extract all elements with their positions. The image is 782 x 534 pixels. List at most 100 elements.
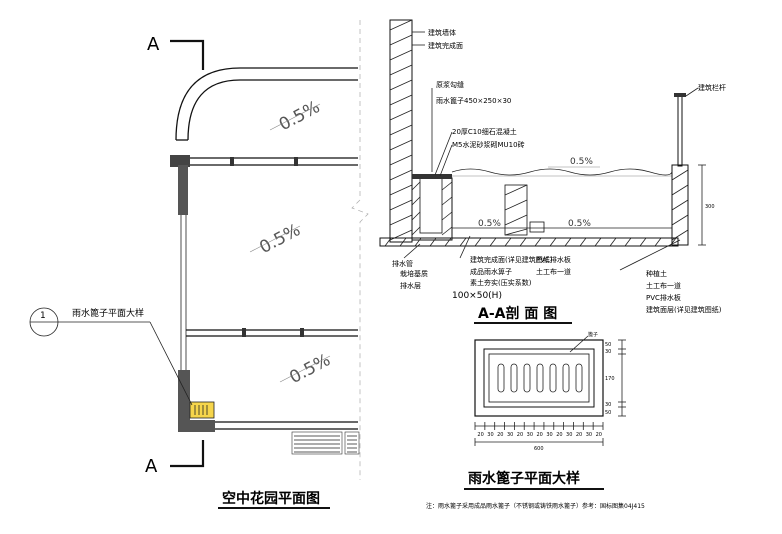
section-dim-drain: 100×50(H): [452, 291, 502, 301]
grate-dim: 50: [605, 410, 611, 416]
grate-title: 雨水篦子平面大样: [468, 470, 580, 487]
section-label-rail: 建筑栏杆: [698, 83, 726, 92]
section-wall: [389, 19, 413, 243]
plan-slope-arrow: [269, 103, 321, 131]
grate-dim: 30: [527, 432, 533, 438]
section-label: 土工布一道: [536, 267, 571, 276]
grate-dim: 20: [537, 432, 543, 438]
section-railing-post: [677, 95, 683, 167]
grate-dim: 20: [497, 432, 503, 438]
plan-slope-arrow: [249, 225, 301, 253]
section-label: 排水层: [400, 281, 421, 290]
plan-paving-hatch: [291, 431, 360, 455]
grate-dim: 30: [605, 402, 611, 408]
section-label: M5水泥砂浆砌MU10砖: [452, 140, 525, 149]
plan-view: A A: [29, 20, 369, 509]
plan-mullion: [300, 328, 304, 337]
grate-dim: 30: [546, 432, 552, 438]
section-label: 建筑完成面(详见建筑图纸): [470, 255, 553, 264]
grate-dim: 170: [605, 376, 615, 382]
plan-column-top-left: [170, 155, 190, 167]
section-railing-cap: [674, 93, 686, 97]
drawing-note: 注：雨水篦子采用成品雨水篦子（不锈钢或铸铁雨水篦子）参考：国标图集04J415: [426, 502, 645, 510]
section-right-labels: 种植土 土工布一道 PVC排水板 建筑面层(详见建筑图纸): [619, 239, 722, 314]
section-slope-top: 0.5%: [570, 157, 593, 167]
plan-slope-label: 0.5%: [256, 220, 304, 258]
section-bottom-labels: 建筑完成面(详见建筑图纸) 成品雨水箅子 素土夯实(压实系数) 栽培基质 排水层…: [400, 235, 571, 290]
section-view: 0.5% 0.5% 0.5% 建筑栏杆 300 建筑墙体 建筑完成面: [379, 19, 726, 324]
section-drain-hatch: [411, 181, 453, 236]
section-grate: [412, 174, 452, 179]
plan-rain-grate: [189, 401, 215, 419]
section-pvc-drain: [529, 221, 545, 233]
grate-inner: [488, 353, 590, 403]
section-label: 20厚C10细石混凝土: [452, 127, 517, 136]
grate-label-top: 篦子: [588, 331, 598, 338]
section-mark-top: A: [147, 34, 160, 55]
section-label: PVC排水板: [646, 293, 681, 302]
section-slab-hatch: [384, 237, 677, 247]
plan-left-wall-upper: [178, 165, 188, 215]
grate-dim: 30: [487, 432, 493, 438]
leader-railing: [685, 87, 699, 97]
section-label: 雨水篦子450×250×30: [436, 96, 511, 105]
plan-mullion: [242, 328, 246, 337]
section-left-labels: 建筑墙体 建筑完成面 原浆勾缝 雨水篦子450×250×30 20厚C10细石混…: [412, 28, 525, 177]
section-label: 建筑面层(详见建筑图纸): [646, 305, 722, 314]
section-label: PVC排水板: [536, 255, 571, 264]
grate-slots: [497, 363, 583, 393]
plan-title: 空中花园平面图: [222, 490, 320, 507]
plan-mullion: [294, 157, 298, 166]
section-slope-right: 0.5%: [568, 219, 591, 229]
plan-slope-arrow: [279, 355, 331, 383]
section-slab: [379, 237, 679, 247]
grate-dim: 20: [556, 432, 562, 438]
section-label: 栽培基质: [400, 269, 428, 278]
section-label: 成品雨水箅子: [470, 267, 512, 276]
plan-slope-label: 0.5%: [276, 97, 324, 135]
plan-curved-wall-outer: [175, 67, 358, 141]
grate-dim: 30: [605, 349, 611, 355]
grate-dim-total: 600: [534, 446, 544, 452]
section-label: 土工布一道: [646, 281, 681, 290]
plan-mullion: [230, 157, 234, 166]
grate-dim: 20: [517, 432, 523, 438]
section-label-drain: 排水管: [392, 259, 413, 268]
plan-column-bottom-left: [178, 370, 215, 432]
grate-dims-right: 50 30 170 30 50: [605, 339, 626, 417]
section-title: A-A剖 面 图: [478, 305, 557, 322]
grate-dim: 20: [576, 432, 582, 438]
section-label: 建筑墙体: [428, 28, 456, 37]
plan-break-line: [351, 20, 369, 480]
grate-frame: [483, 348, 595, 408]
callout-leader-diag: [149, 321, 193, 406]
leader-drain: [403, 243, 421, 259]
callout-label: 雨水篦子平面大样: [72, 307, 144, 319]
section-wall-hatch: [389, 19, 413, 241]
callout-symbol: 1: [40, 311, 46, 321]
section-label: 建筑完成面: [428, 41, 463, 50]
grate-dim: 30: [507, 432, 513, 438]
section-cut-line-top: [170, 39, 205, 70]
section-label: 素土夯实(压实系数): [470, 278, 532, 287]
section-drain-inner: [419, 177, 443, 234]
section-label: 种植土: [646, 269, 667, 278]
plan-curved-wall-inner: [187, 79, 358, 141]
leader-grate: [569, 335, 589, 353]
section-planter-block: [504, 184, 528, 236]
grate-dim: 30: [566, 432, 572, 438]
section-parapet: [671, 164, 689, 246]
section-dim-right: 300: [705, 204, 715, 210]
section-parapet-hatch: [671, 169, 689, 241]
plan-slope-label: 0.5%: [286, 350, 334, 388]
section-mark-bottom: A: [145, 456, 158, 477]
grate-dim: 50: [605, 342, 611, 348]
grate-dim: 30: [586, 432, 592, 438]
grate-dim: 20: [596, 432, 602, 438]
section-soil-surface: [451, 168, 673, 176]
grate-dim: 20: [477, 432, 483, 438]
